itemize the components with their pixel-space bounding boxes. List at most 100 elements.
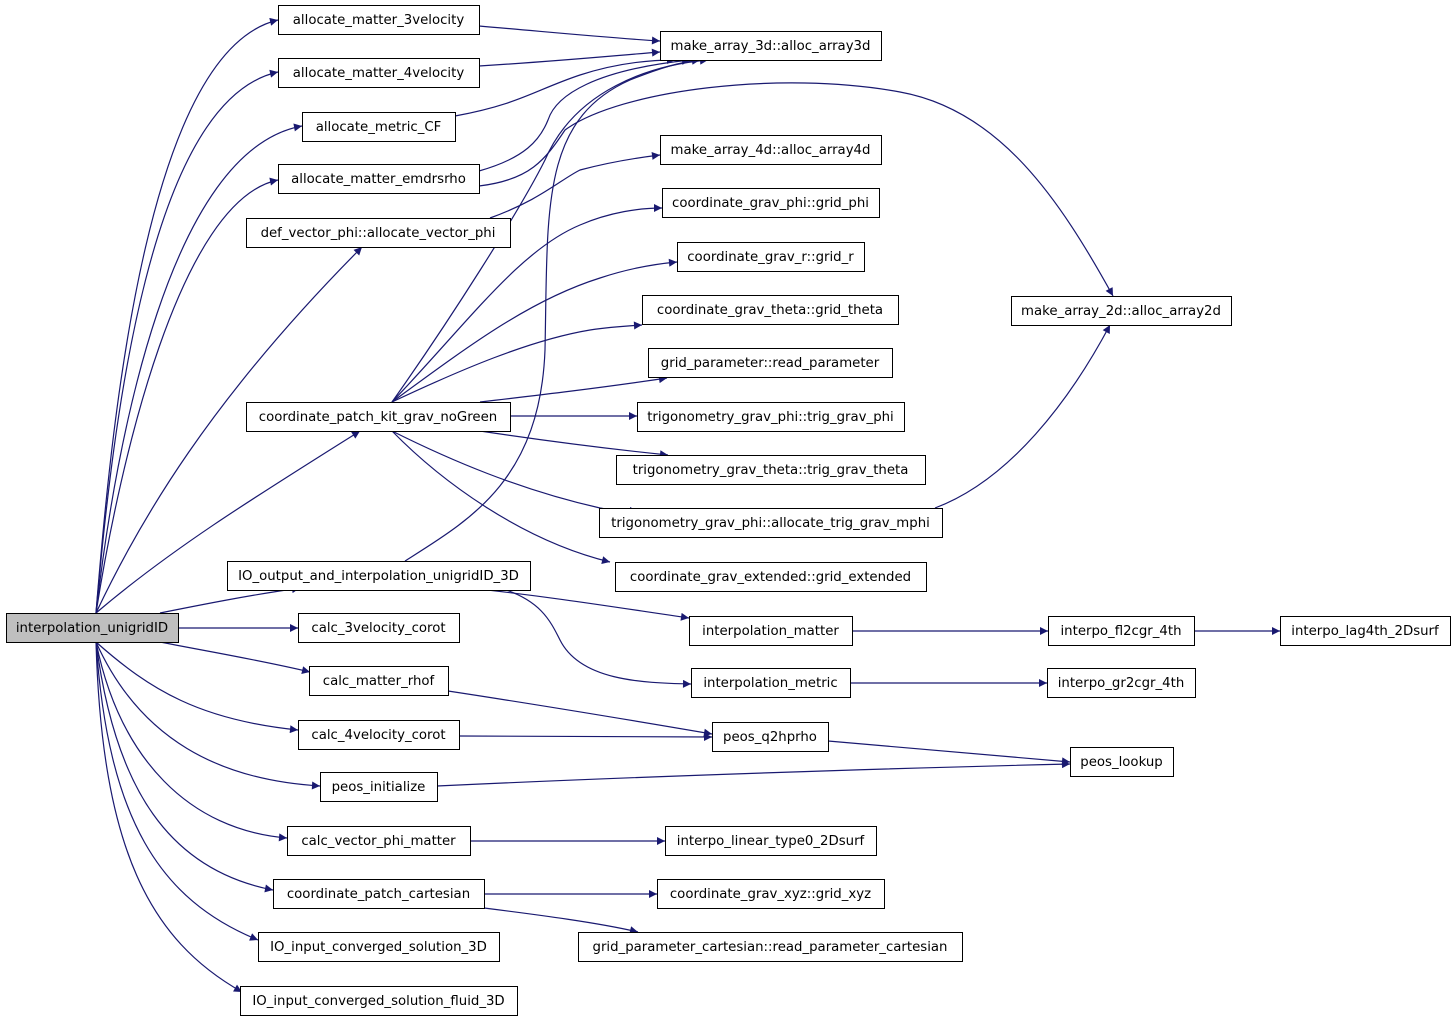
function-node-igr2[interactable]: interpo_gr2cgr_4th <box>1047 668 1196 698</box>
node-label: allocate_matter_4velocity <box>293 66 465 81</box>
node-label: coordinate_grav_extended::grid_extended <box>630 570 911 585</box>
node-label: peos_q2hprho <box>723 730 817 745</box>
edge-cpkg-to-ma3d <box>391 56 709 403</box>
function-node-amem[interactable]: allocate_matter_emdrsrho <box>278 164 480 194</box>
edge-amcf-to-ma3d <box>454 56 676 117</box>
node-box <box>712 722 829 752</box>
edge-cpkg-to-tgam <box>391 430 639 515</box>
function-node-am3v[interactable]: allocate_matter_3velocity <box>278 5 480 35</box>
function-node-cgr[interactable]: coordinate_grav_r::grid_r <box>677 242 865 272</box>
edge-cpkg-to-cgex <box>391 430 611 564</box>
edge-cpca-to-gprc <box>483 907 639 935</box>
function-node-c4vc[interactable]: calc_4velocity_corot <box>298 720 460 750</box>
node-label: coordinate_grav_phi::grid_phi <box>672 196 869 211</box>
function-node-imat[interactable]: interpolation_matter <box>689 616 853 646</box>
edge-arrow <box>95 177 279 614</box>
function-node-cvpm[interactable]: calc_vector_phi_matter <box>287 826 471 856</box>
edge-arrow <box>404 56 701 562</box>
function-node-iics[interactable]: IO_input_converged_solution_3D <box>258 932 500 962</box>
function-node-pq2h[interactable]: peos_q2hprho <box>712 722 829 752</box>
edge-arrow <box>95 69 279 614</box>
function-node-pini[interactable]: peos_initialize <box>320 772 438 802</box>
edge-root-to-cpkg <box>95 430 361 614</box>
edge-arrow <box>95 123 303 614</box>
edge-arrow <box>391 204 663 403</box>
function-node-cgex[interactable]: coordinate_grav_extended::grid_extended <box>615 562 927 592</box>
node-box <box>637 402 905 432</box>
function-node-tgph[interactable]: trigonometry_grav_phi::trig_grav_phi <box>637 402 905 432</box>
node-box <box>677 242 865 272</box>
node-box <box>246 218 511 248</box>
node-box <box>648 348 893 378</box>
node-label: interpo_lag4th_2Dsurf <box>1291 624 1439 639</box>
function-node-tgth[interactable]: trigonometry_grav_theta::trig_grav_theta <box>616 455 926 485</box>
node-label: grid_parameter_cartesian::read_parameter… <box>593 940 948 955</box>
function-node-c3vc[interactable]: calc_3velocity_corot <box>298 613 460 643</box>
edge-pini-to-plku <box>436 760 1071 787</box>
edge-cpkg-to-cgr <box>391 258 678 403</box>
node-box <box>660 31 882 61</box>
node-label: peos_lookup <box>1080 755 1162 770</box>
function-node-ma3d[interactable]: make_array_3d::alloc_array3d <box>660 31 882 61</box>
node-box <box>662 188 880 218</box>
edge-arrow <box>447 690 713 737</box>
function-node-cpca[interactable]: coordinate_patch_cartesian <box>273 879 485 909</box>
function-node-iout[interactable]: IO_output_and_interpolation_unigridID_3D <box>227 561 531 591</box>
function-node-ifl2[interactable]: interpo_fl2cgr_4th <box>1048 616 1195 646</box>
edge-root-to-amem <box>95 177 279 614</box>
function-node-plku[interactable]: peos_lookup <box>1070 747 1174 777</box>
edge-iout-to-imet <box>499 587 692 688</box>
edge-iout-to-ma3d <box>404 56 701 562</box>
edge-arrow <box>454 56 676 117</box>
node-label: allocate_matter_3velocity <box>293 13 465 28</box>
function-node-imet[interactable]: interpolation_metric <box>691 668 851 698</box>
node-label: interpo_fl2cgr_4th <box>1060 624 1181 639</box>
node-box <box>616 455 926 485</box>
node-box <box>273 879 485 909</box>
edge-root-to-iics <box>95 641 259 941</box>
edge-cpkg-to-gprp <box>479 375 668 403</box>
function-node-ilag[interactable]: interpo_lag4th_2Dsurf <box>1280 616 1451 646</box>
node-label: make_array_3d::alloc_array3d <box>671 39 871 54</box>
function-node-tgam[interactable]: trigonometry_grav_phi::allocate_trig_gra… <box>599 508 943 538</box>
edge-root-to-iout <box>159 585 301 614</box>
edge-arrow <box>391 430 639 515</box>
root-function-node[interactable]: interpolation_unigridID <box>6 613 179 643</box>
function-node-gprc[interactable]: grid_parameter_cartesian::read_parameter… <box>578 932 963 962</box>
node-label: def_vector_phi::allocate_vector_phi <box>261 226 496 241</box>
function-node-ma2d[interactable]: make_array_2d::alloc_array2d <box>1011 296 1232 326</box>
edge-arrow <box>95 641 321 790</box>
node-box <box>660 135 882 165</box>
node-box <box>278 58 480 88</box>
node-box <box>615 562 927 592</box>
edge-arrow <box>95 641 243 993</box>
edge-root-to-c4vc <box>95 641 299 734</box>
edge-amem-to-ma3d <box>478 56 691 172</box>
edge-arrow <box>469 587 690 621</box>
edge-arrow <box>95 430 361 614</box>
function-node-ma4d[interactable]: make_array_4d::alloc_array4d <box>660 135 882 165</box>
node-box <box>287 826 471 856</box>
function-node-gprp[interactable]: grid_parameter::read_parameter <box>648 348 893 378</box>
node-label: allocate_matter_emdrsrho <box>291 172 466 187</box>
edge-arrow <box>479 375 668 403</box>
function-node-amcf[interactable]: allocate_metric_CF <box>302 112 456 142</box>
edge-root-to-cpca <box>95 641 274 893</box>
node-box <box>1070 747 1174 777</box>
function-node-cgth[interactable]: coordinate_grav_theta::grid_theta <box>642 295 899 325</box>
function-node-cgxyz[interactable]: coordinate_grav_xyz::grid_xyz <box>657 879 885 909</box>
function-node-dvap[interactable]: def_vector_phi::allocate_vector_phi <box>246 218 511 248</box>
function-node-cmrh[interactable]: calc_matter_rhof <box>309 666 449 696</box>
function-node-iicf[interactable]: IO_input_converged_solution_fluid_3D <box>240 986 518 1016</box>
function-node-cgph[interactable]: coordinate_grav_phi::grid_phi <box>662 188 880 218</box>
edge-arrow <box>391 258 678 403</box>
edge-c4vc-to-pq2h <box>458 732 713 741</box>
edge-root-to-cmrh <box>159 641 311 675</box>
node-label: calc_matter_rhof <box>323 674 435 689</box>
node-label: peos_initialize <box>332 780 426 795</box>
node-box <box>278 164 480 194</box>
node-box <box>227 561 531 591</box>
function-node-am4v[interactable]: allocate_matter_4velocity <box>278 58 480 88</box>
function-node-ilt0[interactable]: interpo_linear_type0_2Dsurf <box>665 826 877 856</box>
function-node-cpkg[interactable]: coordinate_patch_kit_grav_noGreen <box>246 402 511 432</box>
